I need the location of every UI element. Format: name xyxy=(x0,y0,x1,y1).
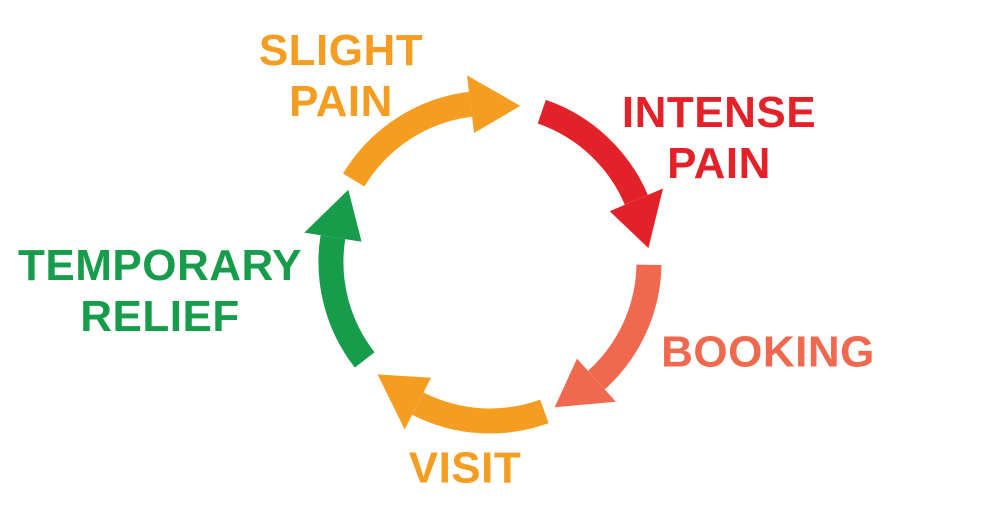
arc-temporary-relief xyxy=(318,235,375,368)
arrow-head-intense-pain xyxy=(609,188,663,249)
arc-booking xyxy=(587,264,662,390)
label-slight-pain-line: SLIGHT xyxy=(258,26,424,75)
label-temporary-relief-line: RELIEF xyxy=(80,292,240,341)
label-intense-pain-line: INTENSE xyxy=(621,88,817,137)
arrow-head-temporary-relief xyxy=(304,189,362,242)
label-visit-line: VISIT xyxy=(408,443,522,493)
arrow-head-booking xyxy=(554,358,616,408)
arrow-head-visit xyxy=(377,374,431,430)
arc-intense-pain xyxy=(537,99,648,205)
arc-visit xyxy=(412,392,549,434)
label-booking-line: BOOKING xyxy=(661,327,875,377)
label-intense-pain-line: PAIN xyxy=(667,139,771,188)
arrow-head-slight-pain xyxy=(467,75,521,133)
label-temporary-relief-line: TEMPORARY xyxy=(18,241,302,290)
label-slight-pain-line: PAIN xyxy=(289,77,393,126)
arc-slight-pain xyxy=(342,91,473,187)
label-visit: VISIT xyxy=(409,443,522,494)
label-booking: BOOKING xyxy=(661,327,875,378)
